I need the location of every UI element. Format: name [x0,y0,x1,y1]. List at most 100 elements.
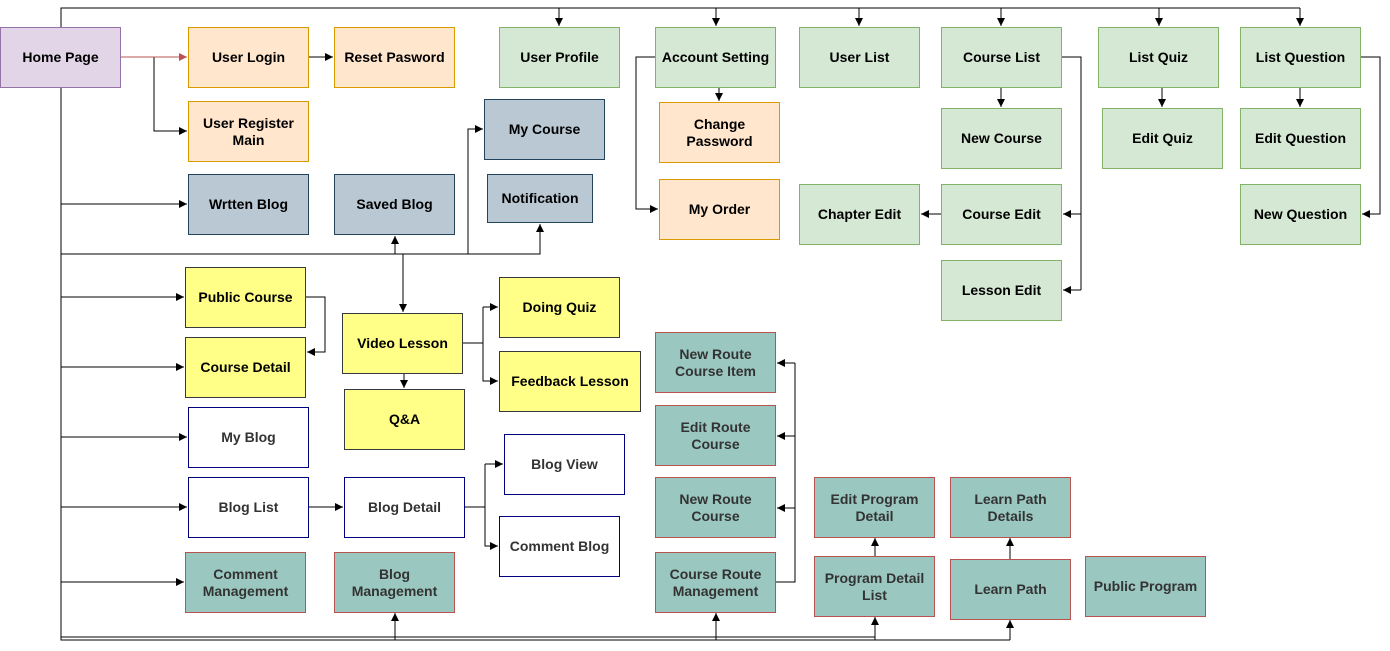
node-lesson-edit[interactable]: Lesson Edit [941,260,1062,321]
node-public-program[interactable]: Public Program [1085,556,1206,617]
arrow-to-comment-blog [484,507,498,550]
node-my-course[interactable]: My Course [484,99,605,160]
node-blog-list[interactable]: Blog List [188,477,309,538]
node-label: User Profile [520,49,599,65]
node-label: Edit Program Detail [830,490,919,524]
node-learn-path[interactable]: Learn Path [950,559,1071,620]
node-reset-password[interactable]: Reset Pasword [334,27,455,88]
node-learn-path-details[interactable]: Learn Path Details [950,477,1071,538]
node-edit-route-course[interactable]: Edit Route Course [655,405,776,466]
node-notification[interactable]: Notification [487,174,593,223]
node-user-profile[interactable]: User Profile [499,27,620,88]
node-new-route-course-item[interactable]: New Route Course Item [655,332,776,393]
node-label: New Question [1253,206,1348,222]
node-label: Home Page [22,49,99,65]
node-label: Public Course [198,289,293,305]
node-doing-quiz[interactable]: Doing Quiz [499,277,620,338]
connector-video-split [463,307,484,344]
arrow-to-user-register [153,57,187,135]
node-label: User List [829,49,890,65]
node-label: Blog List [218,499,279,515]
node-label: New Route Course [679,490,752,524]
node-label: Lesson Edit [961,282,1042,298]
node-label: Wrtten Blog [208,196,289,212]
arrow-to-my-order [635,56,658,213]
node-my-blog[interactable]: My Blog [188,407,309,468]
node-program-detail-list[interactable]: Program Detail List [814,556,935,617]
node-label: Edit Quiz [1132,130,1193,146]
arrow-to-my-course [467,125,483,254]
node-label: Blog View [531,456,598,472]
node-label: My Course [508,121,581,137]
node-label: User Login [211,49,286,65]
node-label: Course List [962,49,1040,65]
node-label: Chapter Edit [817,206,902,222]
node-label: My Blog [221,429,276,445]
node-label: Doing Quiz [522,299,597,315]
connector-blog-detail-split [465,464,486,508]
node-label: User Register Main [202,114,295,148]
connector-top-bus [60,7,1300,27]
arrow-to-notification [403,224,544,255]
node-user-list[interactable]: User List [799,27,920,88]
node-label: Edit Route Course [680,418,751,452]
node-edit-quiz[interactable]: Edit Quiz [1102,108,1223,169]
node-user-login[interactable]: User Login [188,27,309,88]
node-label: Blog Detail [367,499,442,515]
node-course-list[interactable]: Course List [941,27,1062,88]
node-label: Program Detail List [824,569,925,603]
node-new-route-course[interactable]: New Route Course [655,477,776,538]
node-label: Learn Path [974,581,1047,597]
node-label: Notification [501,190,579,206]
node-feedback-lesson[interactable]: Feedback Lesson [499,351,641,412]
node-change-password[interactable]: Change Password [659,102,780,163]
connector-home-trunk [60,88,1010,641]
node-label: Q&A [388,411,421,427]
node-list-quiz[interactable]: List Quiz [1098,27,1219,88]
node-comment-management[interactable]: Comment Management [185,552,306,613]
node-course-route-management[interactable]: Course Route Management [655,552,776,613]
node-edit-question[interactable]: Edit Question [1240,108,1361,169]
node-label: Change Password [686,115,753,149]
arrow-public-to-course-detail [306,296,326,356]
node-course-detail[interactable]: Course Detail [185,337,306,398]
node-label: List Question [1255,49,1346,65]
node-label: Account Setting [661,49,770,65]
node-label: Saved Blog [356,196,433,212]
node-label: New Route Course Item [675,345,756,379]
node-label: Feedback Lesson [511,373,629,389]
node-account-setting[interactable]: Account Setting [655,27,776,88]
node-comment-blog[interactable]: Comment Blog [499,516,620,577]
node-edit-program-detail[interactable]: Edit Program Detail [814,477,935,538]
node-video-lesson[interactable]: Video Lesson [342,313,463,374]
node-blog-view[interactable]: Blog View [504,434,625,495]
node-new-course[interactable]: New Course [941,108,1062,169]
node-qa[interactable]: Q&A [344,389,465,450]
node-chapter-edit[interactable]: Chapter Edit [799,184,920,245]
arrow-to-feedback-lesson [482,343,498,385]
node-public-course[interactable]: Public Course [185,267,306,328]
node-written-blog[interactable]: Wrtten Blog [188,174,309,235]
node-label: My Order [688,201,751,217]
node-my-order[interactable]: My Order [659,179,780,240]
node-user-register-main[interactable]: User Register Main [188,101,309,162]
node-label: Public Program [1093,578,1198,594]
connector-course-route-side [776,363,796,583]
node-saved-blog[interactable]: Saved Blog [334,174,455,235]
node-course-edit[interactable]: Course Edit [941,184,1062,245]
node-new-question[interactable]: New Question [1240,184,1361,245]
node-label: Blog Management [351,565,438,599]
node-label: List Quiz [1128,49,1189,65]
node-label: Learn Path Details [974,490,1047,524]
node-label: Course Detail [200,359,291,375]
node-blog-management[interactable]: Blog Management [334,552,455,613]
node-label: Comment Blog [509,538,610,554]
connector-course-list-side [1062,56,1082,290]
node-list-question[interactable]: List Question [1240,27,1361,88]
node-label: Video Lesson [357,335,448,351]
node-blog-detail[interactable]: Blog Detail [344,477,465,538]
arrow-to-new-question [1360,56,1381,218]
node-home-page[interactable]: Home Page [0,27,121,88]
